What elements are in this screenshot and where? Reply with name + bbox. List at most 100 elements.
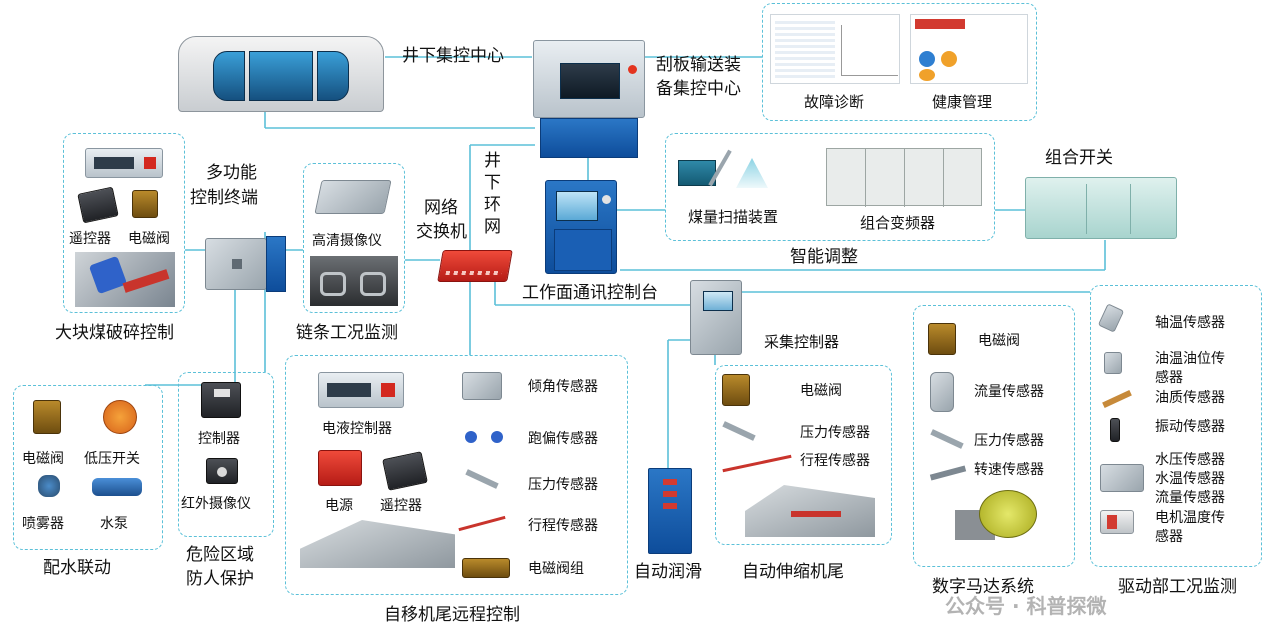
network-switch-device	[437, 250, 513, 282]
underground-control-center-device	[178, 36, 384, 112]
face-console-label: 工作面通讯控制台	[522, 283, 658, 303]
drive-monitor-box	[1090, 285, 1262, 567]
axle-temp-label: 轴温传感器	[1155, 315, 1225, 331]
motor-solenoid-device	[928, 323, 956, 355]
diagnosis-health-box	[762, 3, 1037, 121]
deviation-sensor-device	[465, 425, 505, 449]
pump-device	[92, 478, 142, 496]
remote-label: 遥控器	[69, 231, 111, 247]
water-linkage-label: 配水联动	[43, 558, 111, 578]
remote2-label: 遥控器	[380, 498, 422, 514]
sprayer-device	[38, 475, 60, 497]
water-solenoid-label: 电磁阀	[22, 451, 64, 467]
stroke-sensor-label: 行程传感器	[528, 518, 598, 534]
coal-scan-device	[678, 148, 768, 190]
danger-zone-label-1: 危险区域	[186, 545, 254, 565]
low-pressure-switch-label: 低压开关	[84, 451, 140, 467]
ir-camera-device	[206, 458, 238, 484]
scraper-center-label-2: 备集控中心	[656, 79, 741, 99]
coal-breaking-controller-device	[85, 148, 163, 178]
smart-adjust-label: 智能调整	[790, 247, 858, 267]
motor-pressure-label: 压力传感器	[974, 433, 1044, 449]
digital-motor-box	[913, 305, 1075, 567]
tail-solenoid-device	[722, 374, 750, 406]
power-label: 电源	[325, 498, 353, 514]
water-solenoid-device	[33, 400, 61, 434]
inverter-label: 组合变频器	[860, 214, 936, 232]
auto-lube-device	[648, 468, 692, 554]
oil-temp-label-1: 油温油位传	[1155, 351, 1225, 367]
oil-temp-label-2: 感器	[1155, 370, 1183, 386]
motor-temp-label-1: 电机温度传	[1155, 510, 1225, 526]
eh-controller-device	[318, 372, 404, 408]
motor-device	[955, 490, 1037, 540]
auto-tail-box	[715, 365, 892, 545]
fault-diagnosis-screenshot	[770, 14, 900, 84]
zone-controller-label: 控制器	[198, 431, 240, 447]
motor-speed-label: 转速传感器	[974, 462, 1044, 478]
scraper-center-cabinet	[533, 40, 645, 118]
network-switch-label-1: 网络	[424, 198, 458, 218]
underground-center-label: 井下集控中心	[402, 46, 504, 66]
tail-remote-box	[285, 355, 628, 595]
auto-tail-label: 自动伸缩机尾	[742, 562, 844, 582]
ir-camera-label: 红外摄像仪	[181, 496, 251, 512]
flow-sensor-device	[930, 372, 954, 412]
motor-temp-device	[1100, 510, 1134, 534]
vibration-label: 振动传感器	[1155, 419, 1225, 435]
deviation-sensor-label: 跑偏传感器	[528, 431, 598, 447]
auto-lube-label: 自动润滑	[634, 562, 702, 582]
multi-terminal-device	[205, 238, 267, 290]
solenoid-group-device	[462, 558, 510, 578]
network-switch-label-2: 交换机	[416, 222, 467, 242]
vibration-device	[1110, 418, 1120, 442]
inverter-device	[826, 148, 982, 207]
hd-camera-label: 高清摄像仪	[312, 233, 382, 249]
water-temp-label: 水温传感器	[1155, 471, 1225, 487]
low-pressure-switch-device	[103, 400, 137, 434]
multi-terminal-label-2: 控制终端	[190, 188, 258, 208]
water-pressure-label: 水压传感器	[1155, 452, 1225, 468]
health-mgmt-label: 健康管理	[932, 93, 993, 111]
multi-terminal-label-1: 多功能	[206, 163, 257, 183]
water-sensor-box-device	[1100, 464, 1144, 492]
combo-switch-label: 组合开关	[1045, 148, 1113, 168]
collector-label: 采集控制器	[764, 333, 840, 351]
solenoid-group-label: 电磁阀组	[528, 561, 584, 577]
power-device	[318, 450, 362, 486]
tail-stroke-label: 行程传感器	[800, 453, 870, 469]
coal-breaking-box	[63, 133, 185, 313]
fault-diagnosis-label: 故障诊断	[804, 93, 865, 111]
coal-breaker-photo	[75, 252, 175, 307]
collector-device	[690, 280, 742, 355]
combo-switch-device	[1025, 177, 1177, 239]
motor-solenoid-label: 电磁阀	[978, 333, 1020, 349]
digital-motor-label: 数字马达系统	[932, 577, 1034, 597]
eh-controller-label: 电液控制器	[322, 421, 392, 437]
danger-zone-box	[178, 372, 274, 537]
smart-adjust-box	[665, 133, 995, 241]
motor-temp-label-2: 感器	[1155, 529, 1183, 545]
motor-flow-label: 流量传感器	[974, 384, 1044, 400]
tail-remote-label: 自移机尾远程控制	[384, 605, 520, 625]
pump-label: 水泵	[100, 516, 128, 532]
hd-camera-device	[314, 180, 392, 214]
solenoid-label: 电磁阀	[128, 231, 170, 247]
zone-controller-device	[201, 382, 241, 418]
oil-temp-device	[1104, 352, 1122, 374]
ring-net-label: 井下环网	[484, 151, 501, 237]
face-console-device	[545, 180, 617, 274]
danger-zone-label-2: 防人保护	[186, 569, 254, 589]
oil-quality-label: 油质传感器	[1155, 390, 1225, 406]
watermark: 公众号 · 科普探微	[945, 594, 1107, 618]
coal-breaking-label: 大块煤破碎控制	[55, 323, 174, 343]
health-mgmt-screenshot	[910, 14, 1028, 84]
multi-terminal-side	[266, 236, 286, 292]
tail-solenoid-label: 电磁阀	[800, 383, 842, 399]
tilt-sensor-label: 倾角传感器	[528, 379, 598, 395]
tilt-sensor-device	[462, 372, 502, 400]
tail-pressure-label: 压力传感器	[800, 425, 870, 441]
scraper-center-label-1: 刮板输送装	[656, 55, 741, 75]
chain-monitor-label: 链条工况监测	[296, 323, 398, 343]
